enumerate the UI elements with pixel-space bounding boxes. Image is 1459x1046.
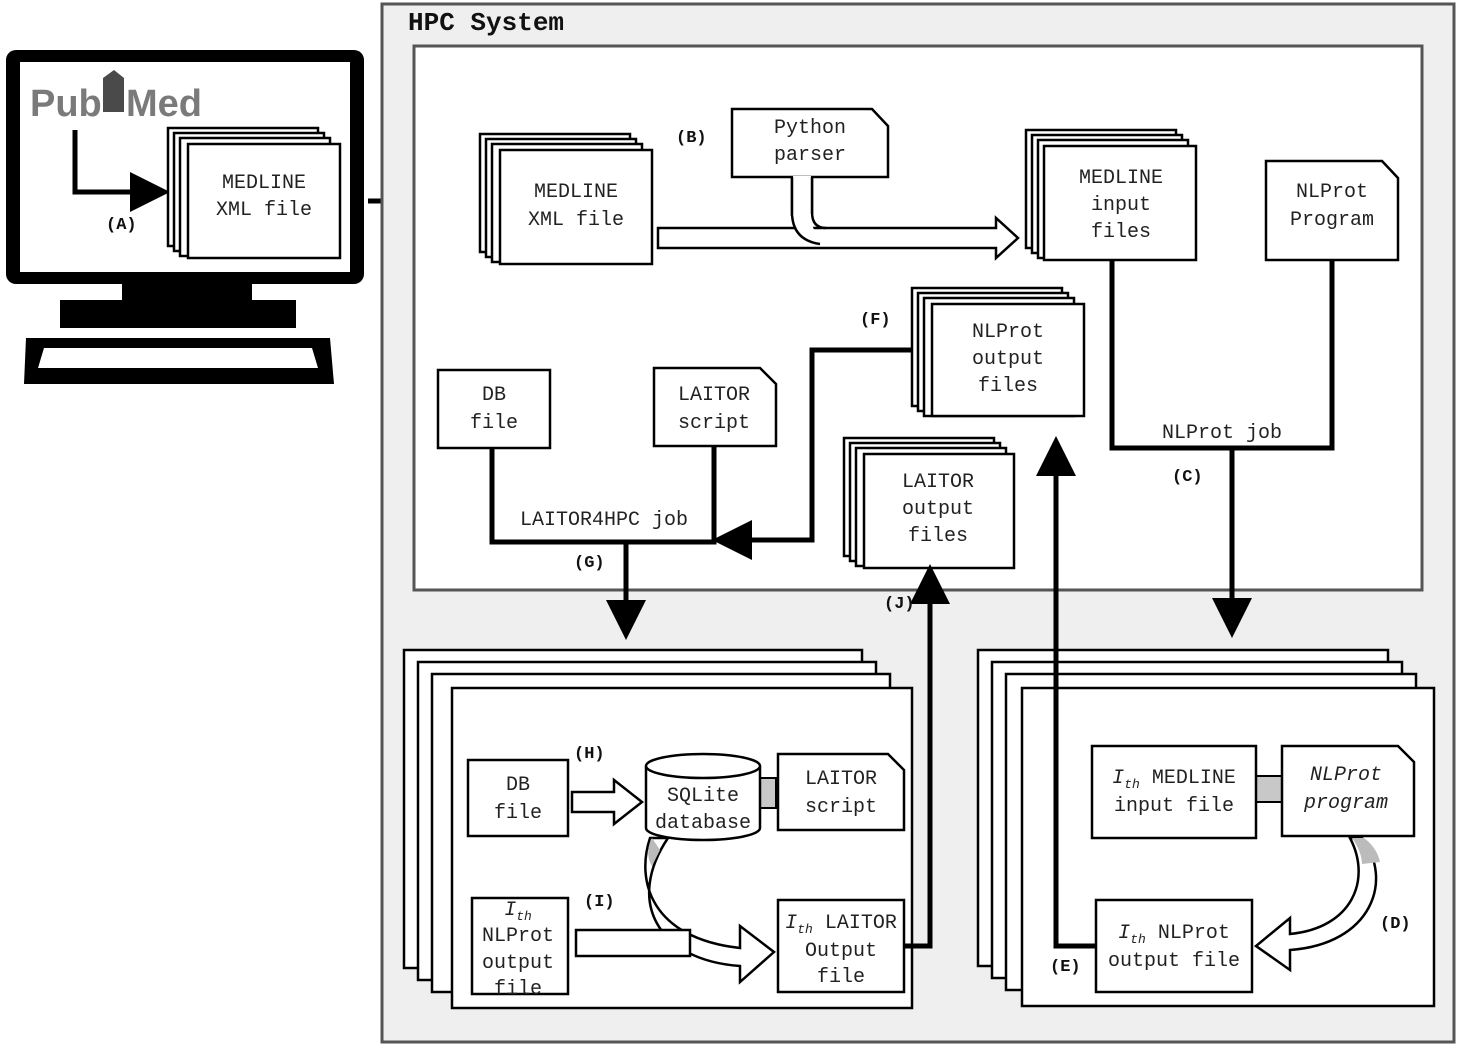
svg-text:NLProt: NLProt [972,321,1044,344]
svg-text:SQLite: SQLite [667,785,739,808]
svg-text:Ith: Ith [504,899,532,924]
pubmed-file-line1: MEDLINE [222,172,306,195]
svg-text:input: input [1091,194,1151,217]
node-laitor-script: LAITOR script [776,752,906,832]
svg-text:Ith NLProt: Ith NLProt [1118,922,1230,947]
svg-text:output: output [902,498,974,521]
pubmed-logo-right: Med [126,83,202,125]
svg-text:Output: Output [805,940,877,963]
svg-text:file: file [817,966,865,989]
svg-text:files: files [1091,221,1151,244]
python-parser-script: Python parser [730,107,890,179]
pubmed-logo-left: Pub [30,83,102,125]
node-ith-medline-input-file: Ith MEDLINE input file [1090,744,1283,840]
hpc-title: HPC System [408,8,564,38]
svg-text:file: file [470,412,518,435]
svg-text:Ith LAITOR: Ith LAITOR [785,912,897,937]
arrow-i [574,836,776,985]
laitor-script: LAITOR script [652,366,778,448]
svg-text:MEDLINE: MEDLINE [534,181,618,204]
svg-text:MEDLINE: MEDLINE [1079,167,1163,190]
laitor4hpc-job-bracket [489,446,717,545]
pubmed-medline-xml-file: MEDLINE XML file [166,126,342,260]
arrow-f [712,347,912,560]
label-b: (B) [676,129,707,148]
node-db-file: DB file [466,758,570,838]
node-ith-nlprot-output-file: Ith NLProt output file [470,896,570,1001]
pubmed-file-line2: XML file [216,199,312,222]
svg-text:NLProt: NLProt [1310,764,1382,787]
svg-text:script: script [678,412,750,435]
node-nlprot-program: NLProt program [1280,744,1416,838]
svg-text:database: database [655,812,751,835]
arrow-d [1253,836,1380,973]
svg-text:DB: DB [482,384,506,407]
svg-text:LAITOR: LAITOR [902,471,974,494]
svg-text:Ith MEDLINE: Ith MEDLINE [1112,767,1236,792]
label-d: (D) [1380,915,1411,934]
svg-text:NLProt: NLProt [1296,181,1368,204]
label-a: (A) [106,216,137,235]
svg-text:program: program [1303,792,1388,815]
pubmed-book-icon [103,70,124,112]
arrow-a [72,130,170,212]
label-f: (F) [860,311,891,330]
label-j: (J) [884,595,915,614]
svg-text:DB: DB [506,774,530,797]
svg-text:files: files [978,375,1038,398]
svg-text:Program: Program [1290,209,1374,232]
pubmed-logo: Pub Med [30,70,202,125]
node-ith-nlprot-output: Ith NLProt output file [1094,898,1254,994]
nlprot-job-label: NLProt job [1162,422,1282,445]
label-c: (C) [1172,468,1203,487]
svg-text:output: output [972,348,1044,371]
nlprot-program: NLProt Program [1264,159,1400,262]
svg-text:file: file [494,802,542,825]
arrow-b [656,176,1020,261]
svg-text:LAITOR: LAITOR [678,384,750,407]
label-h: (H) [574,745,605,764]
laitor4hpc-job-label: LAITOR4HPC job [520,509,688,532]
svg-text:input file: input file [1114,795,1234,818]
svg-text:output: output [482,952,554,975]
medline-input-files: MEDLINE input files [1024,128,1198,262]
svg-text:parser: parser [774,144,846,167]
svg-text:script: script [805,796,877,819]
label-i: (I) [584,893,615,912]
svg-text:files: files [908,525,968,548]
svg-text:file: file [494,978,542,1001]
label-e: (E) [1050,958,1081,977]
svg-text:Python: Python [774,117,846,140]
arrow-e [1036,436,1096,949]
svg-text:output file: output file [1108,950,1240,973]
node-ith-laitor-output-file: Ith LAITOR Output file [776,898,906,994]
arrow-j [904,564,950,949]
arrow-h [570,777,645,827]
sqlite-database: SQLite database [644,752,777,842]
svg-text:XML file: XML file [528,209,624,232]
svg-text:NLProt: NLProt [482,925,554,948]
db-file: DB file [436,368,552,450]
label-g: (G) [574,554,605,573]
nlprot-job-bracket [1109,260,1335,451]
nlprot-output-files: NLProt output files [910,286,1086,418]
laitor-output-files: LAITOR output files [842,436,1016,570]
medline-xml-file: MEDLINE XML file [478,132,654,266]
svg-text:LAITOR: LAITOR [805,768,877,791]
